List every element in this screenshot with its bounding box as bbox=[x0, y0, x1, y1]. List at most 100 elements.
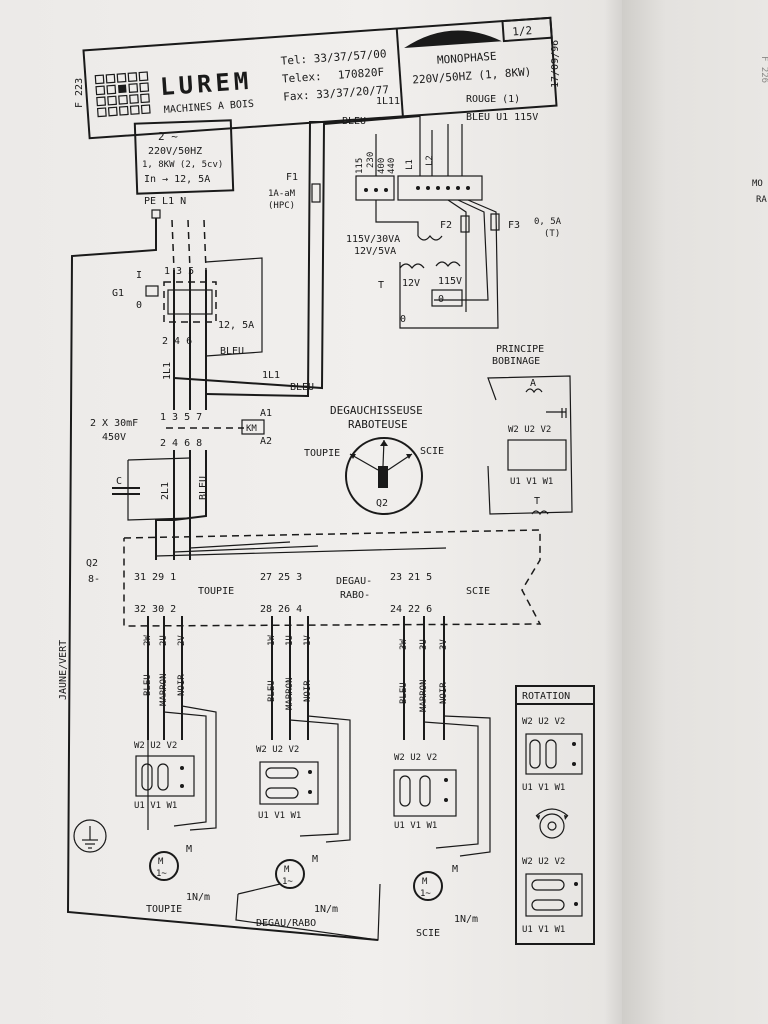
m2-color-marron: MARRON bbox=[285, 677, 295, 710]
g1-rating: 12, 5A bbox=[218, 320, 254, 331]
f1-rating: 1A-aM bbox=[268, 189, 296, 199]
km-coil bbox=[241, 419, 265, 435]
bobinage-title: BOBINAGE bbox=[492, 356, 540, 367]
supply-terminals: PE L1 N bbox=[144, 196, 186, 207]
motor-scie-label: SCIE bbox=[416, 928, 440, 939]
phone: Tel: 33/37/57/00 bbox=[280, 47, 387, 67]
motor-degau-m: M bbox=[284, 865, 290, 875]
cap-label: 2 X 30mF bbox=[90, 418, 138, 429]
toupie-top-terms: 31 29 1 bbox=[134, 572, 176, 583]
term-l2: L2 bbox=[425, 155, 435, 166]
tb1-top: W2 U2 V2 bbox=[134, 741, 177, 751]
km-a2: A2 bbox=[260, 436, 272, 447]
motor-scie-phase: 1~ bbox=[420, 889, 431, 899]
motor-toupie-torque: 1N/m bbox=[186, 892, 210, 903]
g1-bleu: BLEU bbox=[220, 346, 244, 357]
machine-title-1: DEGAUCHISSEUSE bbox=[330, 404, 423, 417]
document-ref: F 223 bbox=[74, 78, 85, 108]
motor-scie bbox=[413, 871, 443, 901]
rotation-bottom-2: U1 V1 W1 bbox=[522, 925, 565, 935]
facing-page bbox=[622, 0, 768, 1024]
m3-wire-u: 3U bbox=[419, 639, 429, 650]
term-230: 230 bbox=[366, 152, 376, 168]
supply-rating: 220V/50HZ (1, 8KW) bbox=[412, 65, 532, 86]
term-115: 115 bbox=[355, 158, 365, 174]
degau-bottom-terms: 28 26 4 bbox=[260, 604, 302, 615]
m2-wire-w: 1W bbox=[267, 635, 277, 646]
m3-wire-w: 3W bbox=[399, 639, 409, 650]
m2-color-bleu: BLEU bbox=[267, 680, 277, 702]
f3-fuse bbox=[490, 213, 500, 231]
tb3-bottom: U1 V1 W1 bbox=[394, 821, 437, 831]
tb1-bottom: U1 V1 W1 bbox=[134, 801, 177, 811]
wire-bleu-u1: BLEU U1 115V bbox=[466, 112, 538, 123]
motor-degau-mark: M bbox=[312, 854, 318, 865]
output-115v: 115V bbox=[438, 276, 462, 287]
f3-label: F3 bbox=[508, 220, 520, 231]
g1-top-terminals: 1 3 5 bbox=[164, 266, 194, 277]
m1-color-noir: NOIR bbox=[177, 674, 187, 696]
capacitor-c: C bbox=[116, 476, 122, 487]
motor-toupie-m: M bbox=[158, 857, 164, 867]
facing-page-mark: F 226 bbox=[759, 56, 768, 83]
q2-label: Q2 bbox=[376, 498, 388, 509]
term-400: 400 bbox=[377, 158, 387, 174]
toupie-section: TOUPIE bbox=[198, 586, 234, 597]
m1-color-bleu: BLEU bbox=[143, 674, 153, 696]
motor-scie-m: M bbox=[422, 877, 428, 887]
wire-bleu-1: BLEU bbox=[290, 382, 314, 393]
selector-scie: SCIE bbox=[420, 446, 444, 457]
brand-subtitle: MACHINES A BOIS bbox=[164, 99, 255, 116]
km-top-terminals: 1 3 5 7 bbox=[160, 412, 202, 423]
output-zero: 0 bbox=[438, 294, 444, 305]
rotation-direction-icon bbox=[539, 813, 565, 839]
tb2-top: W2 U2 V2 bbox=[256, 745, 299, 755]
wire-rouge: ROUGE (1) bbox=[466, 94, 520, 105]
motor-scie-torque: 1N/m bbox=[454, 914, 478, 925]
wire-1l11: 1L11 bbox=[376, 96, 400, 107]
logo-arc bbox=[404, 30, 502, 49]
machine-title-2: RABOTEUSE bbox=[348, 418, 408, 431]
term-l1: L1 bbox=[405, 159, 415, 170]
supply-phases: 2 ~ bbox=[158, 130, 178, 143]
m1-wire-u: 2U bbox=[159, 635, 169, 646]
km-label: KM bbox=[246, 424, 257, 434]
f1-type: (HPC) bbox=[268, 201, 295, 211]
transformer-rating-2: 12V/5VA bbox=[354, 246, 396, 257]
supply-box: 2 ~ 220V/50HZ 1, 8KW (2, 5cv) In → 12, 5… bbox=[133, 119, 235, 219]
rotation-top-2: W2 U2 V2 bbox=[522, 857, 565, 867]
km-a1: A1 bbox=[260, 408, 272, 419]
winding-top-terms: W2 U2 V2 bbox=[508, 425, 551, 435]
earth-wire-label: JAUNE/VERT bbox=[58, 640, 69, 700]
earth-symbol bbox=[73, 819, 107, 853]
f3-rating: 0, 5A bbox=[534, 217, 562, 227]
m3-color-bleu: BLEU bbox=[399, 682, 409, 704]
motor-toupie-phase: 1~ bbox=[156, 869, 167, 879]
transformer-block: 115 230 400 440 L1 L2 F2 F3 0, 5A (T) 11… bbox=[346, 116, 562, 329]
scie-section: SCIE bbox=[466, 586, 490, 597]
f2-label: F2 bbox=[440, 220, 452, 231]
motor-scie-mark: M bbox=[452, 864, 458, 875]
title-block: LUREM MACHINES A BOIS Tel: 33/37/57/00 T… bbox=[74, 16, 561, 140]
supply-power: 1, 8KW (2, 5cv) bbox=[142, 160, 223, 170]
tb3-top: W2 U2 V2 bbox=[394, 753, 437, 763]
wire-1l1-v: 1L1 bbox=[162, 362, 173, 380]
f1-label: F1 bbox=[286, 172, 298, 183]
degau-section-a: DEGAU- bbox=[336, 576, 372, 587]
telex: 170820F bbox=[337, 66, 384, 82]
q2-switch-symbol: 8- bbox=[88, 574, 100, 585]
brand-name: LUREM bbox=[159, 67, 253, 101]
facing-page-text-2: RA bbox=[756, 195, 767, 205]
supply-frequency: 220V/50HZ bbox=[148, 146, 202, 157]
motors: M 1~ M 1N/m TOUPIE M 1~ M 1N/m DEGAU/RAB… bbox=[73, 819, 478, 941]
tb2-bottom: U1 V1 W1 bbox=[258, 811, 301, 821]
phase: MONOPHASE bbox=[437, 50, 497, 67]
m1-color-marron: MARRON bbox=[159, 673, 169, 706]
machine-title: DEGAUCHISSEUSE RABOTEUSE TOUPIE SCIE Q2 bbox=[304, 404, 444, 515]
wire-bleu-3: BLEU bbox=[198, 476, 209, 500]
lurem-logo bbox=[94, 71, 151, 118]
transformer-label: T bbox=[378, 280, 384, 291]
rotation-top-1: W2 U2 V2 bbox=[522, 717, 565, 727]
m1-wire-w: 2W bbox=[143, 635, 153, 646]
